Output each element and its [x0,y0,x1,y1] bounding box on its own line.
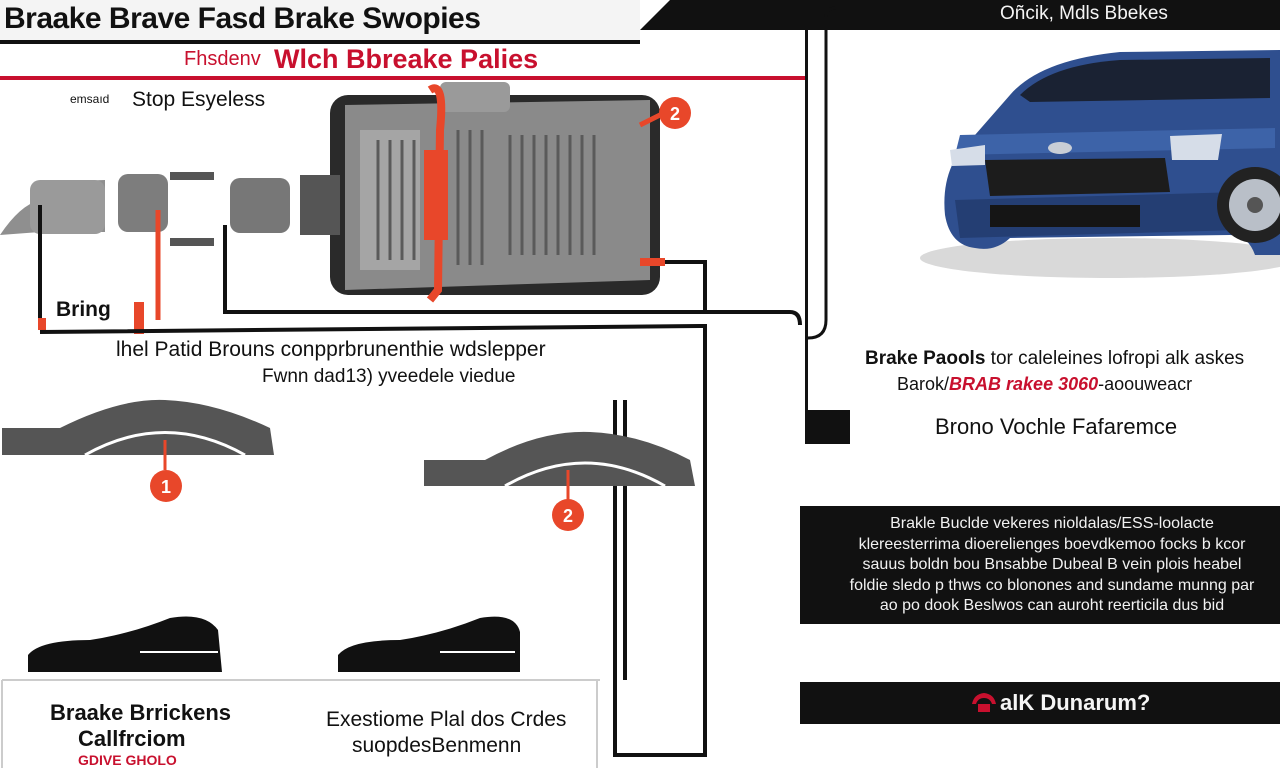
marker-label: 1 [161,477,171,497]
header-notch [640,0,670,30]
subtitle-prefix: Fhsdenv [184,48,261,70]
info-line: ao po dook Beslwos can auroht reerticila… [879,597,1225,614]
small-label: emsaıd [70,92,110,106]
info-line: Brakle Buclde vekeres nioldalas/ESS-lool… [890,515,1214,532]
page-title: Braake Brave Fasd Brake Swopies [4,2,481,35]
subtitle-bar: Fhsdenv Wlch Bbreake Palies [0,44,826,80]
pipe-components [0,172,214,334]
car-caption-red: BRAB rakee 3060 [949,374,1099,394]
explanation-line1: Exestiome Plal dos Crdes [326,708,567,731]
car-caption-end: -aoouweacr [1098,374,1193,394]
patid-label: lhel Patid Brouns conpprbrunenthie wdsle… [116,338,546,362]
car-caption-line2: Barok/BRAB rakee 3060-aoouweacr [897,374,1192,395]
fwn-label: Fwnn dad13) yveedele viedue [262,366,516,387]
explanation-line2: suopdesBenmenn [352,734,522,757]
brake-caliper-icon [972,693,996,712]
marker-label: 2 [670,104,680,124]
marker-label: 2 [563,506,573,526]
ask-bar [800,682,1280,724]
panel-border-left [807,30,828,340]
calibration-red-caption: GDIVE GHOLO [78,752,177,768]
shoe-left [28,616,222,672]
info-line: sauus boldn bou Bnsabbe Dubeal B vein pl… [862,556,1242,573]
header-bar: Braake Brave Fasd Brake Swopies [0,0,640,44]
performance-box [850,410,1280,444]
info-line: klereesterrima dioerelienges boevdkemoo … [858,535,1246,553]
title-underline [0,40,640,44]
calibration-title-line2: Callfrciom [78,726,186,751]
right-header-title: Oñcik, Mdls Bbekes [1000,3,1168,24]
ask-label: alK Dunarum? [1000,690,1151,715]
subtitle: Wlch Bbreake Palies [274,44,539,74]
car-caption-bold: Brake Paools [865,348,986,369]
info-box: Brakle Buclde vekeres nioldalas/ESS-lool… [800,506,1280,624]
performance-label: Brono Vochle Fafaremce [935,414,1178,439]
shoe-right [338,616,520,672]
brake-pad-right: 2 [424,431,695,531]
stop-label: Stop Esyeless [132,88,266,111]
calibration-title-line1: Braake Brrickens [50,700,232,725]
brake-assembly [230,82,660,303]
brake-pad-left: 1 [2,399,274,502]
right-header-bar: Oñcik, Mdls Bbekes [640,0,1280,30]
car-caption-rest: tor caleleines lofropi alk askes [985,348,1245,369]
car-illustration [920,50,1280,278]
car-caption-line1: Brake Paools tor caleleines lofropi alk … [865,348,1244,370]
info-line: foldie sledo p thws co blonones and sund… [849,576,1255,594]
marker-2-top: 2 [638,97,691,129]
panel-border-curve [824,6,837,30]
car-caption-start: Barok/ [897,374,950,394]
bring-label: Bring [56,298,111,321]
